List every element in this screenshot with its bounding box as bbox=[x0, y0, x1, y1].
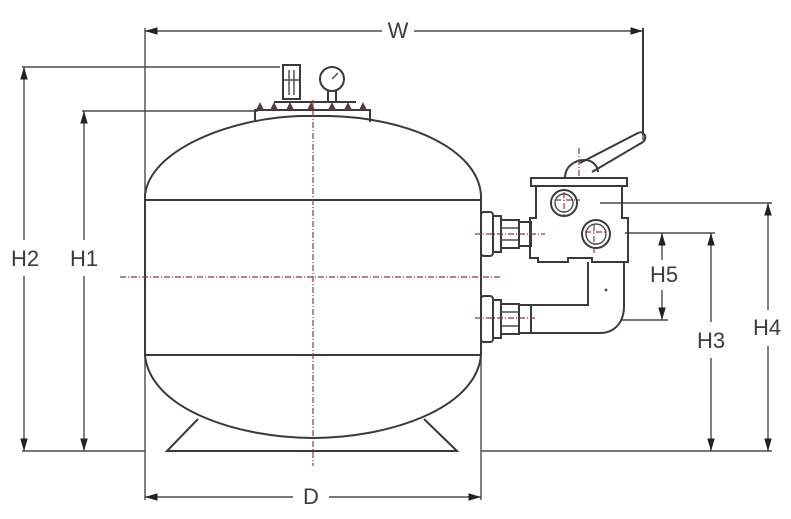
multiport-valve bbox=[529, 28, 647, 263]
elbow-pipe bbox=[531, 262, 625, 334]
dimension-lines bbox=[20, 27, 772, 501]
top-lid-flange bbox=[254, 101, 371, 122]
dimension-label-h5: H5 bbox=[647, 262, 681, 287]
dimension-label-h1: H1 bbox=[67, 246, 101, 271]
air-release-vent bbox=[282, 64, 301, 100]
dimension-label-h2: H2 bbox=[8, 246, 42, 271]
dimension-label-w: W bbox=[385, 18, 411, 43]
lower-union-connector bbox=[480, 295, 532, 343]
centerlines bbox=[120, 100, 605, 466]
flange-bolts bbox=[256, 102, 367, 110]
valve-handle bbox=[564, 28, 647, 179]
tank-base-stand bbox=[164, 418, 460, 452]
dimension-label-d: D bbox=[301, 484, 321, 509]
dimension-label-h4: H4 bbox=[750, 315, 784, 340]
dimension-label-h3: H3 bbox=[694, 328, 728, 353]
pressure-gauge bbox=[319, 66, 345, 101]
